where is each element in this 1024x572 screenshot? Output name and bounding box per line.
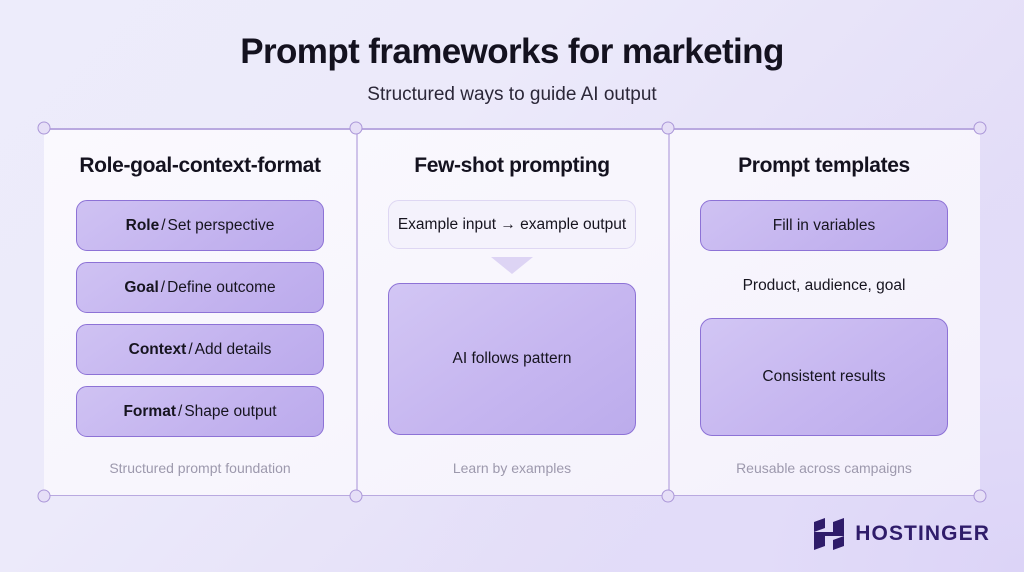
- frame-dot-top-mid-1: [349, 121, 363, 135]
- column-title: Prompt templates: [738, 154, 910, 177]
- panel-body: Role-goal-context-format Role/Set perspe…: [44, 128, 980, 496]
- page-title: Prompt frameworks for marketing: [240, 32, 784, 71]
- column-prompt-templates: Prompt templates Fill in variables Produ…: [668, 128, 980, 496]
- arrow-down-icon: [491, 257, 533, 274]
- chip-desc: Define outcome: [167, 278, 276, 296]
- framework-panel: Role-goal-context-format Role/Set perspe…: [37, 121, 987, 503]
- chip-desc: Add details: [194, 340, 272, 358]
- consistent-results-box[interactable]: Consistent results: [700, 318, 948, 436]
- chip-term: Format: [123, 402, 176, 420]
- column-divider-2: [668, 128, 670, 496]
- frame-dot-top-right: [973, 121, 987, 135]
- chip-desc: Shape output: [184, 402, 277, 420]
- frame-dot-bottom-mid-2: [661, 489, 675, 503]
- hostinger-h-mark-icon: [814, 518, 845, 550]
- ai-follows-pattern-box[interactable]: AI follows pattern: [388, 283, 636, 435]
- frame-dot-bottom-left: [37, 489, 51, 503]
- frame-dot-top-left: [37, 121, 51, 135]
- chip-term: Context: [128, 340, 187, 358]
- hostinger-logo: HOSTINGER: [814, 518, 990, 550]
- chip-term: Goal: [124, 278, 159, 296]
- column-title: Role-goal-context-format: [79, 154, 321, 177]
- frame-dot-bottom-right: [973, 489, 987, 503]
- chip-desc: Set perspective: [167, 216, 275, 234]
- chip-role[interactable]: Role/Set perspective: [76, 200, 324, 251]
- column-caption: Learn by examples: [452, 460, 572, 476]
- column-role-goal-context-format: Role-goal-context-format Role/Set perspe…: [44, 128, 356, 496]
- frame-line-top: [44, 128, 980, 130]
- hostinger-wordmark: HOSTINGER: [855, 522, 990, 545]
- frame-dot-bottom-mid-1: [349, 489, 363, 503]
- page-subtitle: Structured ways to guide AI output: [367, 84, 657, 105]
- column-caption: Reusable across campaigns: [736, 460, 912, 476]
- fill-in-variables-box[interactable]: Fill in variables: [700, 200, 948, 251]
- column-divider-1: [356, 128, 358, 496]
- chip-separator: /: [178, 402, 183, 420]
- header: Prompt frameworks for marketing Structur…: [0, 0, 1024, 106]
- variables-note: Product, audience, goal: [742, 277, 906, 294]
- frame-line-bottom: [44, 494, 980, 496]
- chip-separator: /: [188, 340, 193, 358]
- chip-separator: /: [161, 216, 166, 234]
- column-caption: Structured prompt foundation: [109, 460, 291, 476]
- chip-goal[interactable]: Goal/Define outcome: [76, 262, 324, 313]
- column-title: Few-shot prompting: [414, 154, 610, 177]
- column-few-shot-prompting: Few-shot prompting Example input → examp…: [356, 128, 668, 496]
- chip-context[interactable]: Context/Add details: [76, 324, 324, 375]
- chip-format[interactable]: Format/Shape output: [76, 386, 324, 437]
- chip-term: Role: [125, 216, 160, 234]
- chip-separator: /: [160, 278, 166, 296]
- example-input-box[interactable]: Example input → example output: [388, 200, 636, 249]
- frame-dot-top-mid-2: [661, 121, 675, 135]
